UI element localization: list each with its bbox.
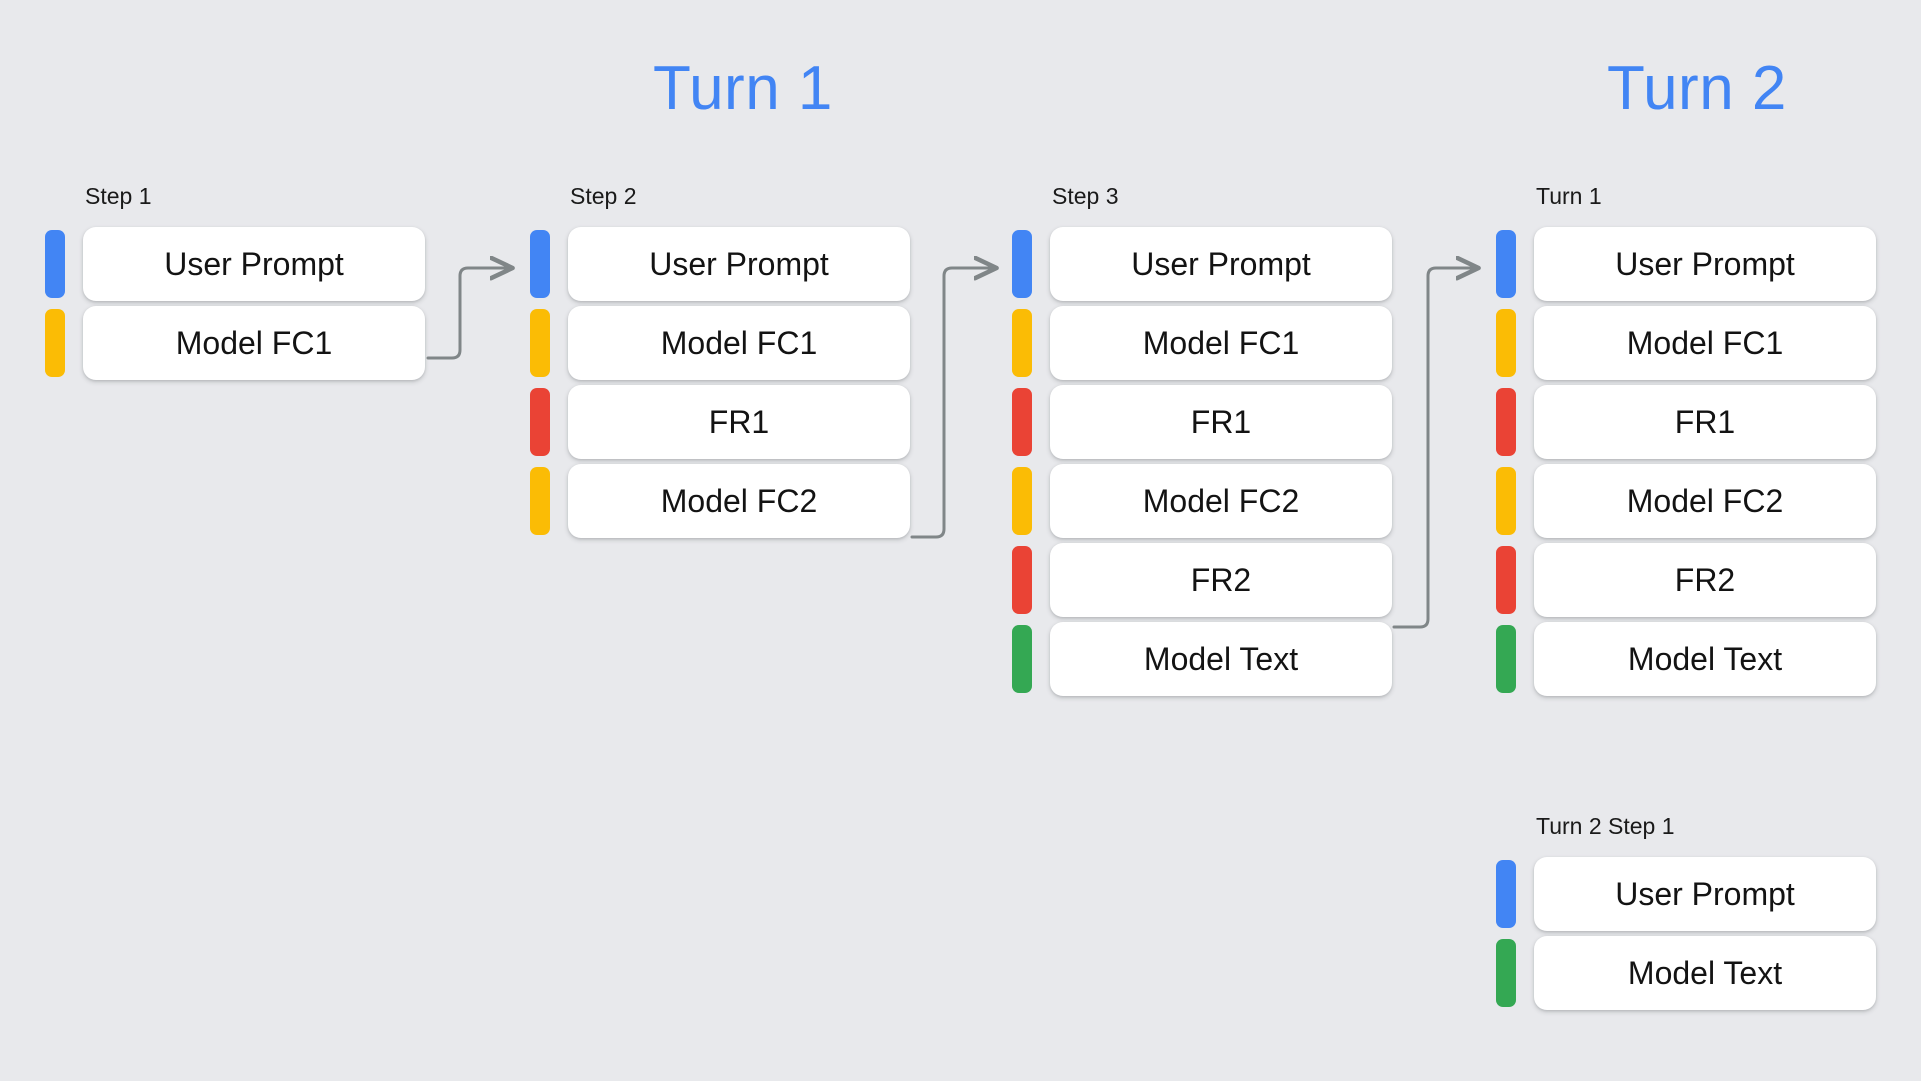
role-bar-blue-icon [1496, 230, 1516, 298]
card-label: Model FC1 [660, 325, 818, 361]
card-label: Model FC2 [660, 483, 818, 519]
card-fr1[interactable]: FR1 [1534, 385, 1876, 459]
card-label: Model FC1 [1626, 325, 1784, 361]
card-label: User Prompt [649, 246, 829, 282]
card-model-fc1[interactable]: Model FC1 [1050, 306, 1392, 380]
arrow-step3-to-turn1 [1392, 268, 1478, 629]
role-bar-red-icon [530, 388, 550, 456]
card-user-prompt[interactable]: User Prompt [568, 227, 910, 301]
card-model-fc1[interactable]: Model FC1 [1534, 306, 1876, 380]
card-fr2[interactable]: FR2 [1050, 543, 1392, 617]
card-label: FR1 [1674, 404, 1736, 440]
column-label-step-2: Step 2 [570, 183, 637, 209]
role-bar-yellow-icon [45, 309, 65, 377]
card-model-fc1[interactable]: Model FC1 [83, 306, 425, 380]
card-user-prompt[interactable]: User Prompt [1050, 227, 1392, 301]
card-label: Model FC1 [175, 325, 333, 361]
card-label: Model FC1 [1142, 325, 1300, 361]
role-bar-yellow-icon [1496, 467, 1516, 535]
role-bar-red-icon [1496, 388, 1516, 456]
card-label: User Prompt [1615, 876, 1795, 912]
role-bar-blue-icon [1012, 230, 1032, 298]
turn-2-title: Turn 2 [1607, 54, 1787, 123]
role-bar-blue-icon [1496, 860, 1516, 928]
card-label: Model Text [1627, 641, 1783, 677]
column-label-step-3: Step 3 [1052, 183, 1119, 209]
card-label: User Prompt [1131, 246, 1311, 282]
role-bar-green-icon [1496, 625, 1516, 693]
card-user-prompt[interactable]: User Prompt [1534, 857, 1876, 931]
card-model-fc2[interactable]: Model FC2 [1534, 464, 1876, 538]
card-model-fc2[interactable]: Model FC2 [568, 464, 910, 538]
card-model-text[interactable]: Model Text [1534, 622, 1876, 696]
role-bar-yellow-icon [1012, 309, 1032, 377]
role-bar-red-icon [1012, 388, 1032, 456]
card-label: Model FC2 [1142, 483, 1300, 519]
turn-1-title: Turn 1 [653, 54, 833, 123]
role-bar-red-icon [1012, 546, 1032, 614]
card-label: Model Text [1143, 641, 1299, 677]
card-user-prompt[interactable]: User Prompt [1534, 227, 1876, 301]
card-model-fc1[interactable]: Model FC1 [568, 306, 910, 380]
role-bar-blue-icon [45, 230, 65, 298]
card-label: FR1 [1190, 404, 1252, 440]
card-label: User Prompt [164, 246, 344, 282]
role-bar-blue-icon [530, 230, 550, 298]
role-bar-yellow-icon [530, 309, 550, 377]
card-label: Model Text [1627, 955, 1783, 991]
card-model-fc2[interactable]: Model FC2 [1050, 464, 1392, 538]
card-model-text[interactable]: Model Text [1050, 622, 1392, 696]
arrow-step1-to-step2 [426, 268, 512, 360]
card-fr1[interactable]: FR1 [568, 385, 910, 459]
column-label-step-1: Step 1 [85, 183, 152, 209]
role-bar-yellow-icon [1496, 309, 1516, 377]
card-fr2[interactable]: FR2 [1534, 543, 1876, 617]
card-label: FR2 [1674, 562, 1736, 598]
column-label-turn-1: Turn 1 [1536, 183, 1602, 209]
role-bar-yellow-icon [530, 467, 550, 535]
card-fr1[interactable]: FR1 [1050, 385, 1392, 459]
card-label: User Prompt [1615, 246, 1795, 282]
role-bar-red-icon [1496, 546, 1516, 614]
role-bar-green-icon [1012, 625, 1032, 693]
card-user-prompt[interactable]: User Prompt [83, 227, 425, 301]
role-bar-yellow-icon [1012, 467, 1032, 535]
role-bar-green-icon [1496, 939, 1516, 1007]
card-label: FR1 [708, 404, 770, 440]
card-label: FR2 [1190, 562, 1252, 598]
card-model-text[interactable]: Model Text [1534, 936, 1876, 1010]
column-label-turn-2-step-1: Turn 2 Step 1 [1536, 813, 1675, 839]
card-label: Model FC2 [1626, 483, 1784, 519]
arrow-step2-to-step3 [910, 268, 996, 539]
